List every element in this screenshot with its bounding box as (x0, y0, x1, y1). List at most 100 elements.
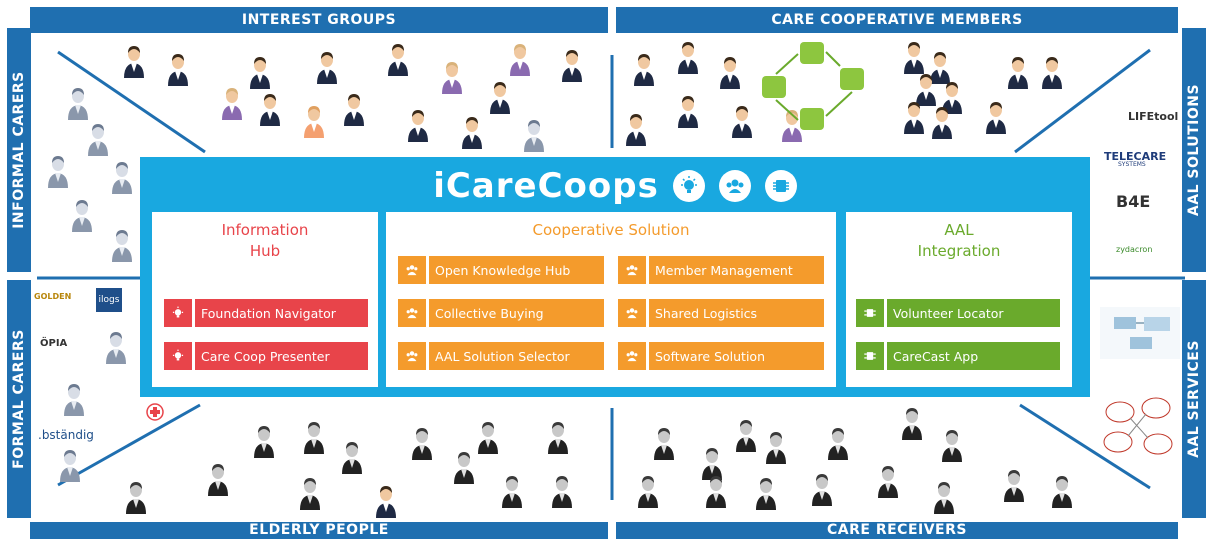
person-figure (168, 54, 188, 86)
person-figure (932, 107, 952, 139)
person-figure (732, 106, 752, 138)
lightbulb-icon (164, 342, 192, 370)
volunteer-locator-button[interactable]: Volunteer Locator (856, 299, 1060, 327)
person-figure (1042, 57, 1062, 89)
person-figure (902, 408, 922, 440)
person-figure (388, 44, 408, 76)
red-cross-logo (146, 403, 164, 421)
member-management-button[interactable]: Member Management (618, 256, 824, 284)
person-figure (562, 50, 582, 82)
band-interest-groups: INTEREST GROUPS (30, 7, 608, 33)
logo-lifetool: LIFEtool (1128, 110, 1179, 123)
person-figure (678, 42, 698, 74)
icarecoops-main-box: iCareCoops Information Hub Foundation Na… (140, 157, 1090, 397)
person-figure (986, 102, 1006, 134)
logo-opia: ÖPIA (40, 338, 68, 349)
person-figure (454, 452, 474, 484)
person-figure (48, 156, 68, 188)
person-figure (72, 200, 92, 232)
person-figure (678, 96, 698, 128)
lightbulb-icon (672, 170, 705, 202)
logo-zydacron: zydacron (1116, 245, 1153, 254)
person-figure (634, 54, 654, 86)
person-figure (812, 474, 832, 506)
person-figure (412, 428, 432, 460)
person-figure (916, 74, 936, 106)
care-coop-presenter-button[interactable]: Care Coop Presenter (164, 342, 368, 370)
person-figure (720, 57, 740, 89)
person-figure (408, 110, 428, 142)
band-informal-carers: INFORMAL CARERS (7, 28, 31, 272)
band-aal-solutions: AAL SOLUTIONS (1182, 28, 1206, 272)
lightbulb-icon (164, 299, 192, 327)
foundation-navigator-button[interactable]: Foundation Navigator (164, 299, 368, 327)
person-figure (552, 476, 572, 508)
aal-services-diagram-2 (1103, 397, 1173, 455)
person-figure (548, 422, 568, 454)
person-figure (68, 88, 88, 120)
person-figure (638, 476, 658, 508)
cooperative-solution-title: Cooperative Solution (532, 221, 690, 239)
person-figure (478, 422, 498, 454)
person-figure (878, 466, 898, 498)
aal-services-diagram-1 (1100, 307, 1180, 359)
information-hub-title: Information Hub (221, 221, 309, 260)
person-figure (376, 486, 396, 518)
chip-icon (764, 170, 797, 202)
person-figure (942, 430, 962, 462)
logo-telecare-sub: SYSTEMS (1118, 161, 1146, 168)
person-figure (1008, 57, 1028, 89)
software-solution-button[interactable]: Software Solution (618, 342, 824, 370)
person-figure (60, 450, 80, 482)
person-figure (942, 82, 962, 114)
person-figure (222, 88, 242, 120)
logo-b4e: B4E (1116, 192, 1151, 211)
group-icon (618, 342, 646, 370)
person-figure (300, 478, 320, 510)
person-figure (706, 476, 726, 508)
person-figure (124, 46, 144, 78)
person-figure (904, 42, 924, 74)
band-aal-services: AAL SERVICES (1182, 280, 1206, 518)
aal-integration-panel: AAL Integration Volunteer Locator CareCa… (846, 212, 1072, 387)
open-knowledge-hub-button[interactable]: Open Knowledge Hub (398, 256, 604, 284)
group-icon (718, 170, 751, 202)
logo-golden: GOLDEN (34, 292, 72, 301)
main-title: iCareCoops (433, 166, 659, 206)
aal-solution-selector-button[interactable]: AAL Solution Selector (398, 342, 604, 370)
logo-ilogs: ilogs (96, 288, 122, 312)
group-icon (398, 256, 426, 284)
logo-bstandig: .bständig (38, 428, 94, 442)
person-figure (126, 482, 146, 514)
shared-logistics-button[interactable]: Shared Logistics (618, 299, 824, 327)
person-figure (88, 124, 108, 156)
person-figure (930, 52, 950, 84)
person-figure (344, 94, 364, 126)
person-figure (317, 52, 337, 84)
person-figure (260, 94, 280, 126)
person-figure (342, 442, 362, 474)
person-figure (736, 420, 756, 452)
group-icon (618, 256, 646, 284)
person-figure (934, 482, 954, 514)
band-elderly-people: ELDERLY PEOPLE (30, 522, 608, 539)
person-figure (828, 428, 848, 460)
band-formal-carers: FORMAL CARERS (7, 280, 31, 518)
band-care-cooperative-members: CARE COOPERATIVE MEMBERS (616, 7, 1178, 33)
person-figure (502, 476, 522, 508)
person-figure (766, 432, 786, 464)
collective-buying-button[interactable]: Collective Buying (398, 299, 604, 327)
person-figure (250, 57, 270, 89)
process-cycle-diagram (762, 42, 864, 130)
person-figure (112, 230, 132, 262)
chip-icon (856, 342, 884, 370)
person-figure (654, 428, 674, 460)
carecast-app-button[interactable]: CareCast App (856, 342, 1060, 370)
logo-telecare: TELECARE (1104, 150, 1167, 163)
person-figure (304, 422, 324, 454)
group-icon (618, 299, 646, 327)
group-icon (398, 299, 426, 327)
person-figure (490, 82, 510, 114)
person-figure (208, 464, 228, 496)
aal-integration-title: AAL Integration (917, 221, 1001, 260)
